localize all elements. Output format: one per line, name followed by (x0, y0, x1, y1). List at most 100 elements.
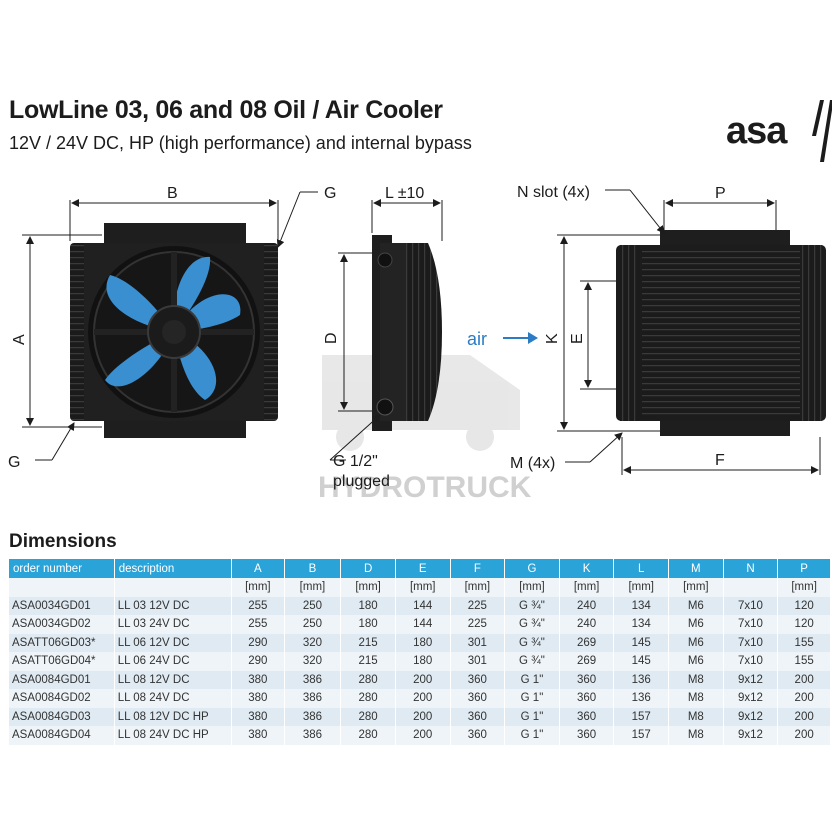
col-header: F (450, 559, 506, 578)
table-cell: 225 (450, 615, 506, 634)
table-cell: 9x12 (723, 707, 779, 726)
dim-label-d: D (323, 332, 340, 344)
label-g-half-plugged-line1: G 1/2" (333, 453, 378, 470)
table-cell: 301 (450, 633, 506, 652)
table-cell: 380 (231, 726, 285, 745)
table-cell: LL 08 12V DC (114, 670, 233, 689)
label-g-top: G (324, 185, 336, 202)
table-cell: G ¾" (504, 652, 560, 671)
table-cell: 200 (777, 670, 831, 689)
table-cell: 240 (559, 596, 615, 615)
dim-label-e: E (569, 333, 586, 344)
table-header-row: order number description A B D E F G K L… (9, 559, 831, 578)
table-cell: 120 (777, 615, 831, 634)
col-header: G (504, 559, 560, 578)
table-cell: 380 (231, 670, 285, 689)
table-cell: 360 (559, 689, 615, 708)
unit-cell: [mm] (450, 578, 506, 597)
table-cell: 9x12 (723, 726, 779, 745)
table-cell: 386 (284, 726, 342, 745)
table-cell: LL 08 24V DC HP (114, 726, 233, 745)
col-header: A (231, 559, 285, 578)
table-cell: 269 (559, 633, 615, 652)
table-cell: ASA0084GD02 (9, 689, 115, 708)
table-cell: 200 (395, 670, 451, 689)
table-cell: 7x10 (723, 652, 779, 671)
table-cell: 360 (450, 689, 506, 708)
table-cell: 240 (559, 615, 615, 634)
units-row: [mm] [mm] [mm] [mm] [mm] [mm] [mm] [mm] … (9, 578, 831, 597)
table-cell: 180 (340, 596, 396, 615)
col-header: B (284, 559, 342, 578)
unit-cell (723, 578, 779, 597)
table-cell: 180 (395, 652, 451, 671)
label-g-bottom: G (8, 454, 20, 471)
table-cell: 136 (613, 670, 670, 689)
table-cell: 180 (340, 615, 396, 634)
table-cell: LL 08 12V DC HP (114, 707, 233, 726)
table-cell: 200 (395, 707, 451, 726)
table-cell: 225 (450, 596, 506, 615)
table-cell: G ¾" (504, 615, 560, 634)
technical-drawing: HYDROTRUCK B G A G (8, 184, 826, 504)
table-cell: 7x10 (723, 596, 779, 615)
table-cell: 269 (559, 652, 615, 671)
unit-cell: [mm] (504, 578, 560, 597)
table-cell: 200 (777, 726, 831, 745)
table-cell: ASATT06GD03* (9, 633, 115, 652)
side-view (372, 235, 442, 431)
table-cell: 180 (395, 633, 451, 652)
col-header: description (114, 559, 233, 578)
table-cell: 360 (450, 726, 506, 745)
table-cell: 320 (284, 633, 342, 652)
table-cell: 360 (450, 670, 506, 689)
unit-cell: [mm] (613, 578, 670, 597)
dim-label-f: F (715, 452, 725, 469)
table-cell: ASA0084GD04 (9, 726, 115, 745)
table-cell: 9x12 (723, 689, 779, 708)
unit-cell: [mm] (559, 578, 615, 597)
table-cell: 360 (559, 726, 615, 745)
table-cell: LL 06 24V DC (114, 652, 233, 671)
table-cell: ASA0084GD01 (9, 670, 115, 689)
table-cell: G 1" (504, 670, 560, 689)
unit-cell: [mm] (777, 578, 831, 597)
table-cell: G ¾" (504, 596, 560, 615)
unit-cell: [mm] (231, 578, 285, 597)
dimensions-title: Dimensions (9, 531, 117, 552)
table-cell: M6 (668, 633, 724, 652)
dim-label-p: P (715, 185, 726, 202)
table-cell: 7x10 (723, 633, 779, 652)
table-cell: 155 (777, 652, 831, 671)
table-cell: 155 (777, 633, 831, 652)
table-cell: 386 (284, 670, 342, 689)
unit-cell: [mm] (668, 578, 724, 597)
table-cell: 255 (231, 615, 285, 634)
dim-label-l: L ±10 (385, 185, 424, 202)
label-g-half-plugged-line2: plugged (333, 473, 390, 490)
col-header: E (395, 559, 451, 578)
table-cell: 7x10 (723, 615, 779, 634)
table-cell: 360 (450, 707, 506, 726)
table-cell: 120 (777, 596, 831, 615)
table-cell: LL 03 24V DC (114, 615, 233, 634)
table-cell: M6 (668, 615, 724, 634)
table-cell: 380 (231, 707, 285, 726)
table-cell: 380 (231, 689, 285, 708)
dim-label-a: A (11, 334, 28, 345)
table-cell: LL 03 12V DC (114, 596, 233, 615)
label-air: air (467, 329, 487, 349)
table-cell: M8 (668, 726, 724, 745)
table-cell: 386 (284, 707, 342, 726)
watermark-text: HYDROTRUCK (318, 471, 532, 504)
table-cell: G ¾" (504, 633, 560, 652)
table-cell: 136 (613, 689, 670, 708)
col-header: N (723, 559, 779, 578)
logo-text: asa (726, 110, 787, 152)
table-cell: 320 (284, 652, 342, 671)
rear-view (616, 230, 826, 436)
